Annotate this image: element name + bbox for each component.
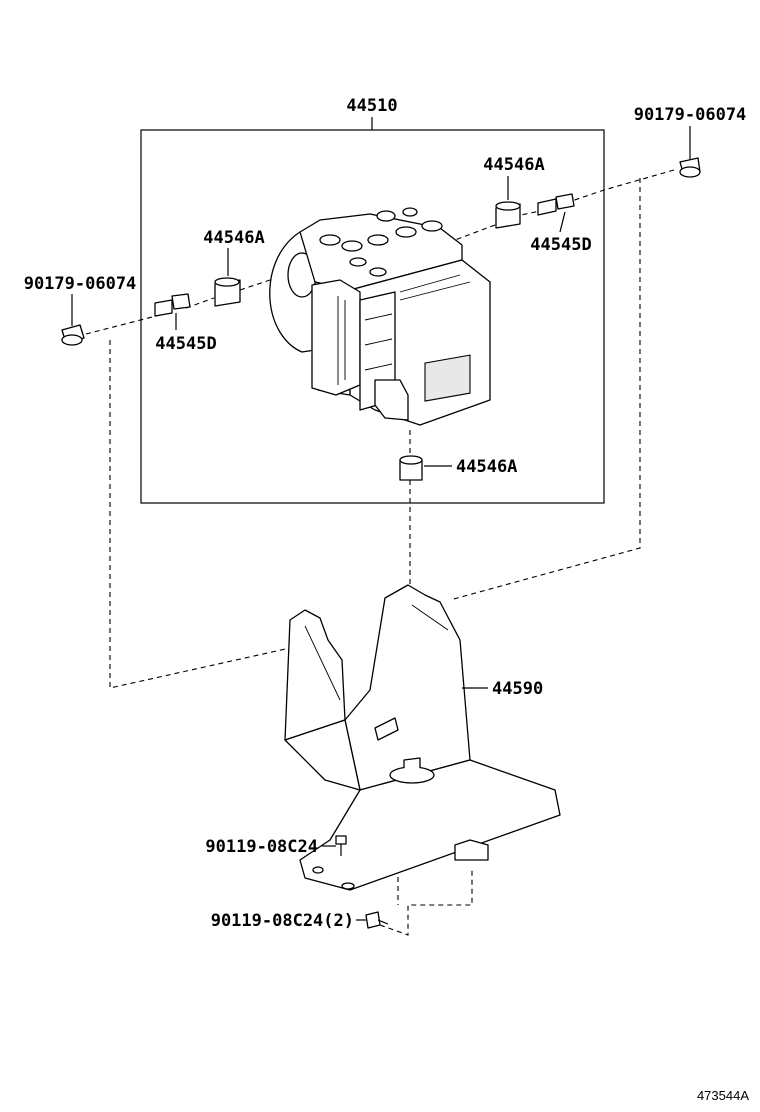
reference-number: 473544A bbox=[697, 1088, 749, 1103]
bracket bbox=[284, 584, 561, 891]
bolt-bracket-2 bbox=[365, 911, 389, 929]
label-44545d-left: 44545D bbox=[155, 334, 216, 354]
bolt-upper-right bbox=[679, 157, 701, 178]
label-90179-06074-left: 90179-06074 bbox=[24, 274, 137, 294]
label-44590: 44590 bbox=[492, 679, 543, 699]
leader-lines bbox=[71, 126, 691, 921]
cushion-left bbox=[214, 277, 241, 307]
label-90119-08c24-qty2: 90119-08C24(2) bbox=[211, 911, 354, 931]
label-44545d-right: 44545D bbox=[530, 235, 591, 255]
label-44546a-upper-right: 44546A bbox=[483, 155, 544, 175]
cushion-bottom bbox=[399, 455, 423, 481]
label-44546a-bottom: 44546A bbox=[456, 457, 517, 477]
cushion-upper-right bbox=[495, 201, 521, 229]
abs-actuator bbox=[269, 207, 491, 426]
label-44510: 44510 bbox=[346, 96, 397, 116]
stud-right bbox=[537, 193, 575, 216]
label-90179-06074-right: 90179-06074 bbox=[634, 105, 747, 125]
bolt-bracket-1 bbox=[335, 835, 347, 856]
label-90119-08c24: 90119-08C24 bbox=[205, 837, 318, 857]
bolt-left bbox=[61, 324, 85, 346]
actuator-ports bbox=[319, 207, 443, 277]
stud-left bbox=[154, 293, 191, 317]
label-44546a-left: 44546A bbox=[203, 228, 264, 248]
